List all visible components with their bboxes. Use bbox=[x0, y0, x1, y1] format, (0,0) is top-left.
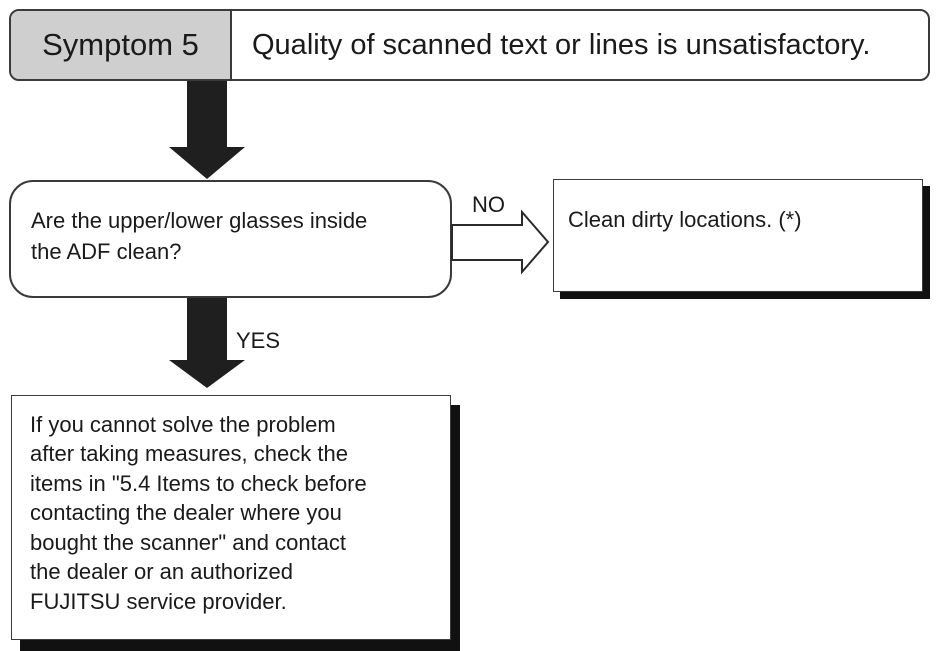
no-branch-label: NO bbox=[472, 192, 505, 217]
result-line: after taking measures, check the bbox=[30, 441, 348, 467]
result-line: bought the scanner" and contact bbox=[30, 529, 347, 555]
symptom-header: Symptom 5 Quality of scanned text or lin… bbox=[9, 9, 930, 81]
down-arrow-icon bbox=[169, 298, 245, 388]
yes-branch-label: YES bbox=[236, 328, 281, 353]
decision-box: Are the upper/lower glasses inside the A… bbox=[9, 180, 452, 298]
result-line: If you cannot solve the problem bbox=[30, 412, 336, 437]
decision-question-line-2: the ADF clean? bbox=[31, 238, 182, 264]
down-arrow-icon bbox=[169, 81, 245, 179]
decision-question-line-1: Are the upper/lower glasses inside bbox=[31, 208, 368, 233]
result-line: items in "5.4 Items to check before bbox=[30, 470, 367, 496]
symptom-number: Symptom 5 bbox=[11, 11, 232, 79]
action-box: Clean dirty locations. (*) bbox=[553, 179, 923, 292]
result-line: the dealer or an authorized bbox=[30, 559, 293, 585]
result-line: contacting the dealer where you bbox=[30, 500, 342, 526]
right-arrow-icon bbox=[451, 209, 550, 275]
result-line: FUJITSU service provider. bbox=[30, 588, 287, 614]
symptom-title: Quality of scanned text or lines is unsa… bbox=[252, 28, 871, 61]
action-text: Clean dirty locations. (*) bbox=[568, 207, 802, 232]
result-box: If you cannot solve the problem after ta… bbox=[11, 395, 451, 640]
